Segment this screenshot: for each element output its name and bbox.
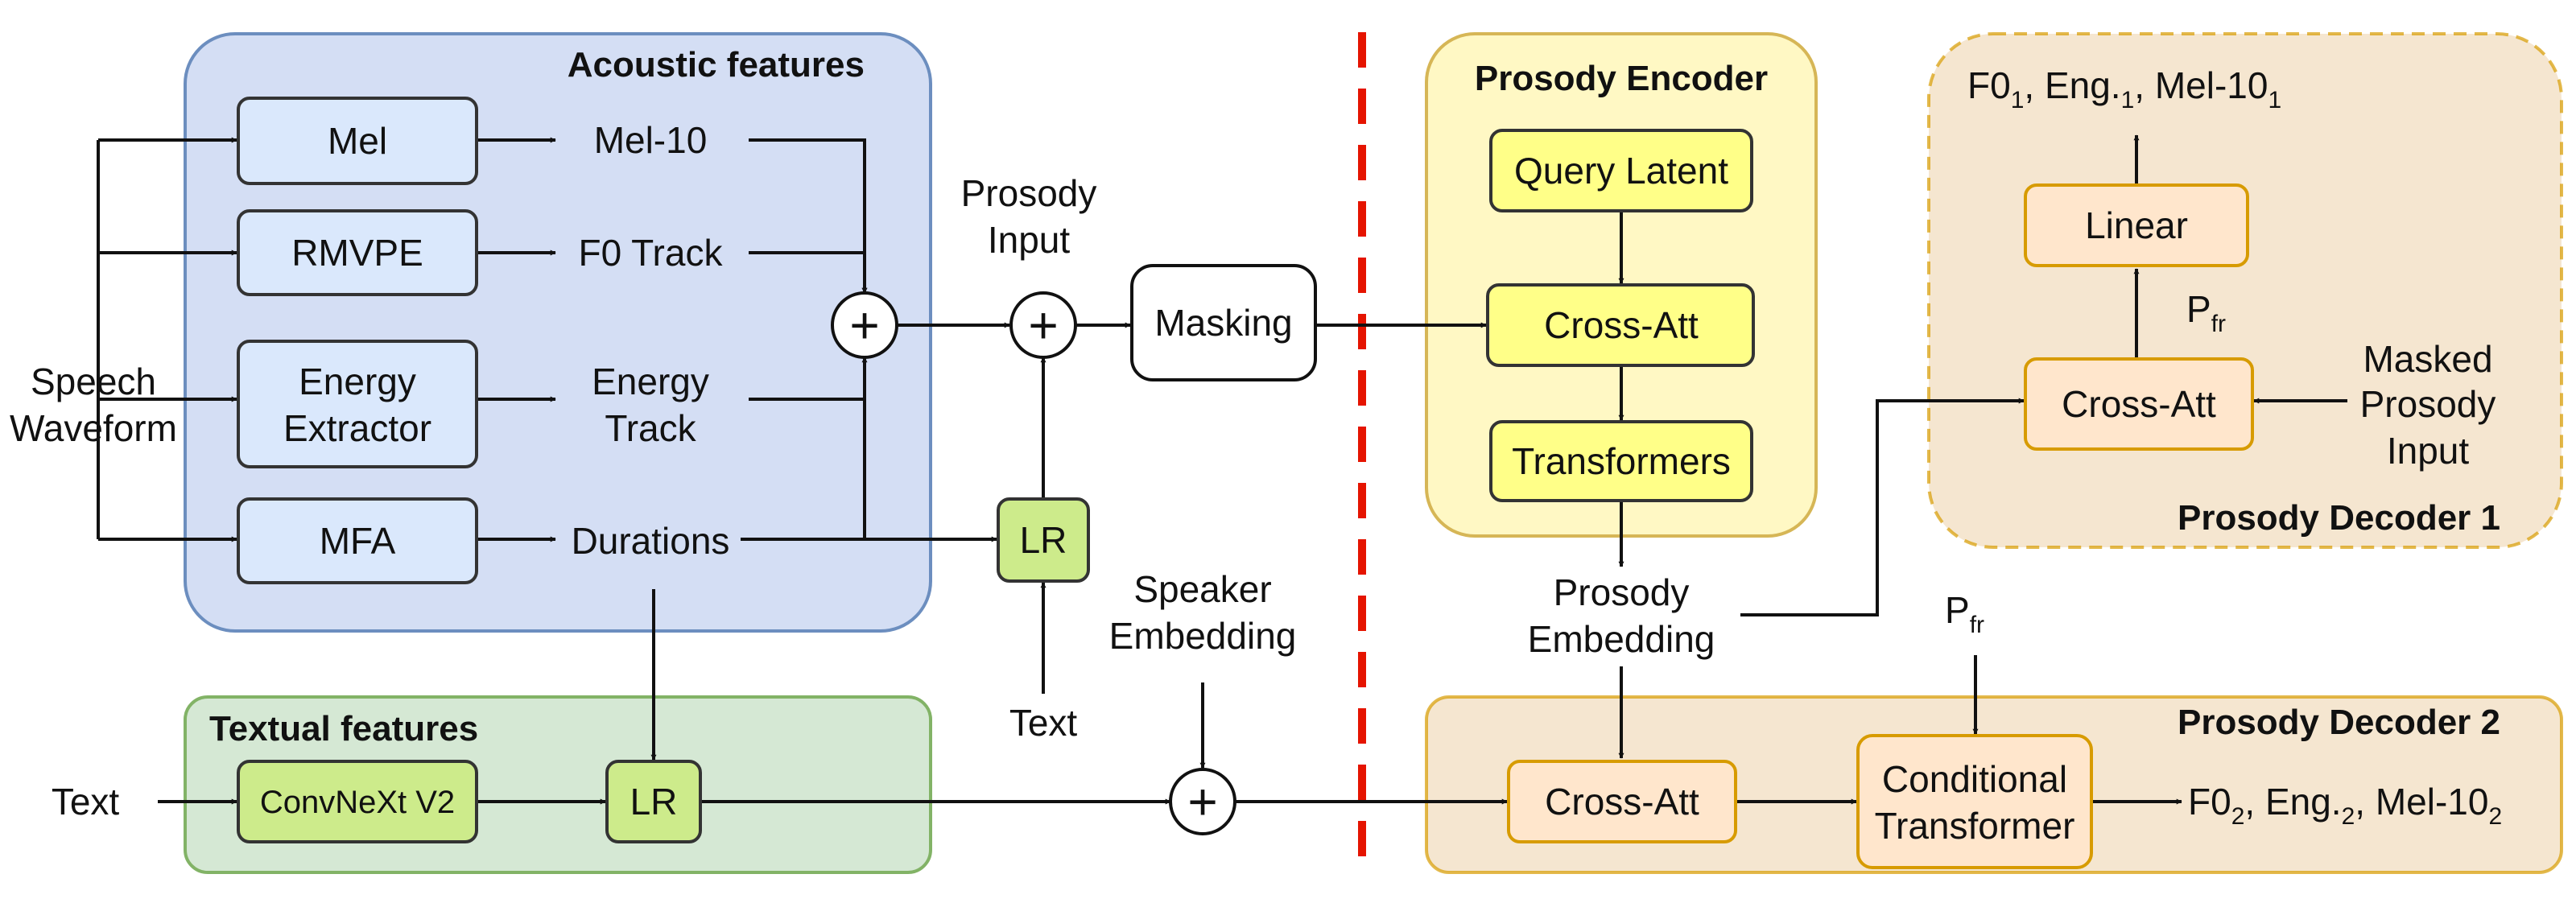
- prosody-input-sum-node: [1009, 291, 1077, 359]
- speech-waveform-label-1: Speech: [31, 361, 156, 402]
- dec2-output-label: F02, Eng.2, Mel-102: [2188, 781, 2502, 830]
- speaker-embedding-label-2: Embedding: [1109, 615, 1297, 657]
- linear-label: Linear: [2085, 204, 2188, 246]
- connectors: [97, 134, 2347, 805]
- query-latent-node: [1489, 129, 1753, 212]
- lr-textual-label: LR: [630, 781, 678, 823]
- mel-label: Mel: [328, 120, 387, 162]
- prosody-embedding-label-1: Prosody: [1554, 571, 1690, 613]
- lr-textual-node: [605, 760, 702, 843]
- text-input-label: Text: [52, 781, 120, 823]
- textual-features-title: Textual features: [209, 709, 478, 748]
- mel10-label: Mel-10: [594, 119, 708, 161]
- text-lr-input-label: Text: [1009, 702, 1078, 744]
- lr-acoustic-label: LR: [1020, 519, 1067, 561]
- prosody-input-sum-symbol: +: [1028, 296, 1058, 354]
- convnext-node: [237, 760, 478, 843]
- speaker-sum-node: [1169, 768, 1236, 835]
- query-latent-label: Query Latent: [1514, 150, 1728, 192]
- edge-embedding-to-dec1: [1740, 398, 2025, 616]
- prosody-input-label-2: Input: [988, 219, 1071, 261]
- speech-waveform-label-2: Waveform: [10, 407, 177, 449]
- masking-node: [1130, 264, 1317, 381]
- prosody-decoder-2-title: Prosody Decoder 2: [2178, 703, 2500, 742]
- dec1-output-label: F01, Eng.1, Mel-101: [1967, 64, 2281, 113]
- energy-extractor-label-2: Extractor: [283, 407, 431, 449]
- conditional-transformer-label-2: Transformer: [1875, 805, 2075, 847]
- masked-prosody-input-label-2: Prosody: [2360, 383, 2496, 425]
- convnext-label: ConvNeXt V2: [260, 785, 455, 820]
- edge-mel10-to-sum: [749, 138, 868, 294]
- rmvpe-label: RMVPE: [291, 232, 423, 274]
- lr-acoustic-node: [997, 497, 1090, 583]
- dec1-cross-att-label: Cross-Att: [2062, 383, 2216, 425]
- edge-f0-to-sum: [749, 251, 868, 294]
- dec2-cross-att-node: [1507, 760, 1737, 843]
- dec2-cross-att-label: Cross-Att: [1545, 781, 1699, 823]
- linear-node: [2024, 183, 2249, 267]
- masking-label: Masking: [1154, 302, 1292, 344]
- speaker-embedding-label-1: Speaker: [1133, 568, 1271, 610]
- acoustic-features-title: Acoustic features: [568, 45, 865, 85]
- prosody-encoder-title: Prosody Encoder: [1475, 59, 1768, 98]
- energy-extractor-node: [237, 340, 478, 468]
- dec2-pfr-label: Pfr: [1945, 589, 1984, 638]
- encoder-cross-att-label: Cross-Att: [1544, 304, 1699, 346]
- masked-prosody-input-label-1: Masked: [2363, 338, 2492, 380]
- masked-prosody-input-label-3: Input: [2387, 430, 2470, 472]
- acoustic-sum-symbol: +: [849, 296, 879, 354]
- prosody-embedding-label-2: Embedding: [1528, 618, 1715, 660]
- durations-label: Durations: [572, 520, 730, 562]
- conditional-transformer-node: [1856, 734, 2093, 869]
- prosody-decoder-1-title: Prosody Decoder 1: [2178, 498, 2500, 538]
- f0-track-label: F0 Track: [579, 232, 724, 274]
- acoustic-sum-node: [831, 291, 898, 359]
- energy-track-label-1: Energy: [592, 361, 709, 402]
- energy-track-label-2: Track: [605, 407, 696, 449]
- dec1-cross-att-node: [2024, 357, 2254, 451]
- mfa-label: MFA: [320, 520, 396, 562]
- encoder-cross-att-node: [1486, 283, 1755, 367]
- mel-node: [237, 97, 478, 185]
- transformers-node: [1489, 420, 1753, 502]
- conditional-transformer-label-1: Conditional: [1882, 758, 2067, 800]
- prosody-input-label-1: Prosody: [961, 172, 1097, 214]
- mfa-node: [237, 497, 478, 584]
- rmvpe-node: [237, 209, 478, 296]
- energy-extractor-label-1: Energy: [299, 361, 416, 402]
- dec1-pfr-label: Pfr: [2186, 288, 2226, 337]
- speaker-sum-symbol: +: [1187, 773, 1217, 831]
- transformers-label: Transformers: [1512, 440, 1731, 482]
